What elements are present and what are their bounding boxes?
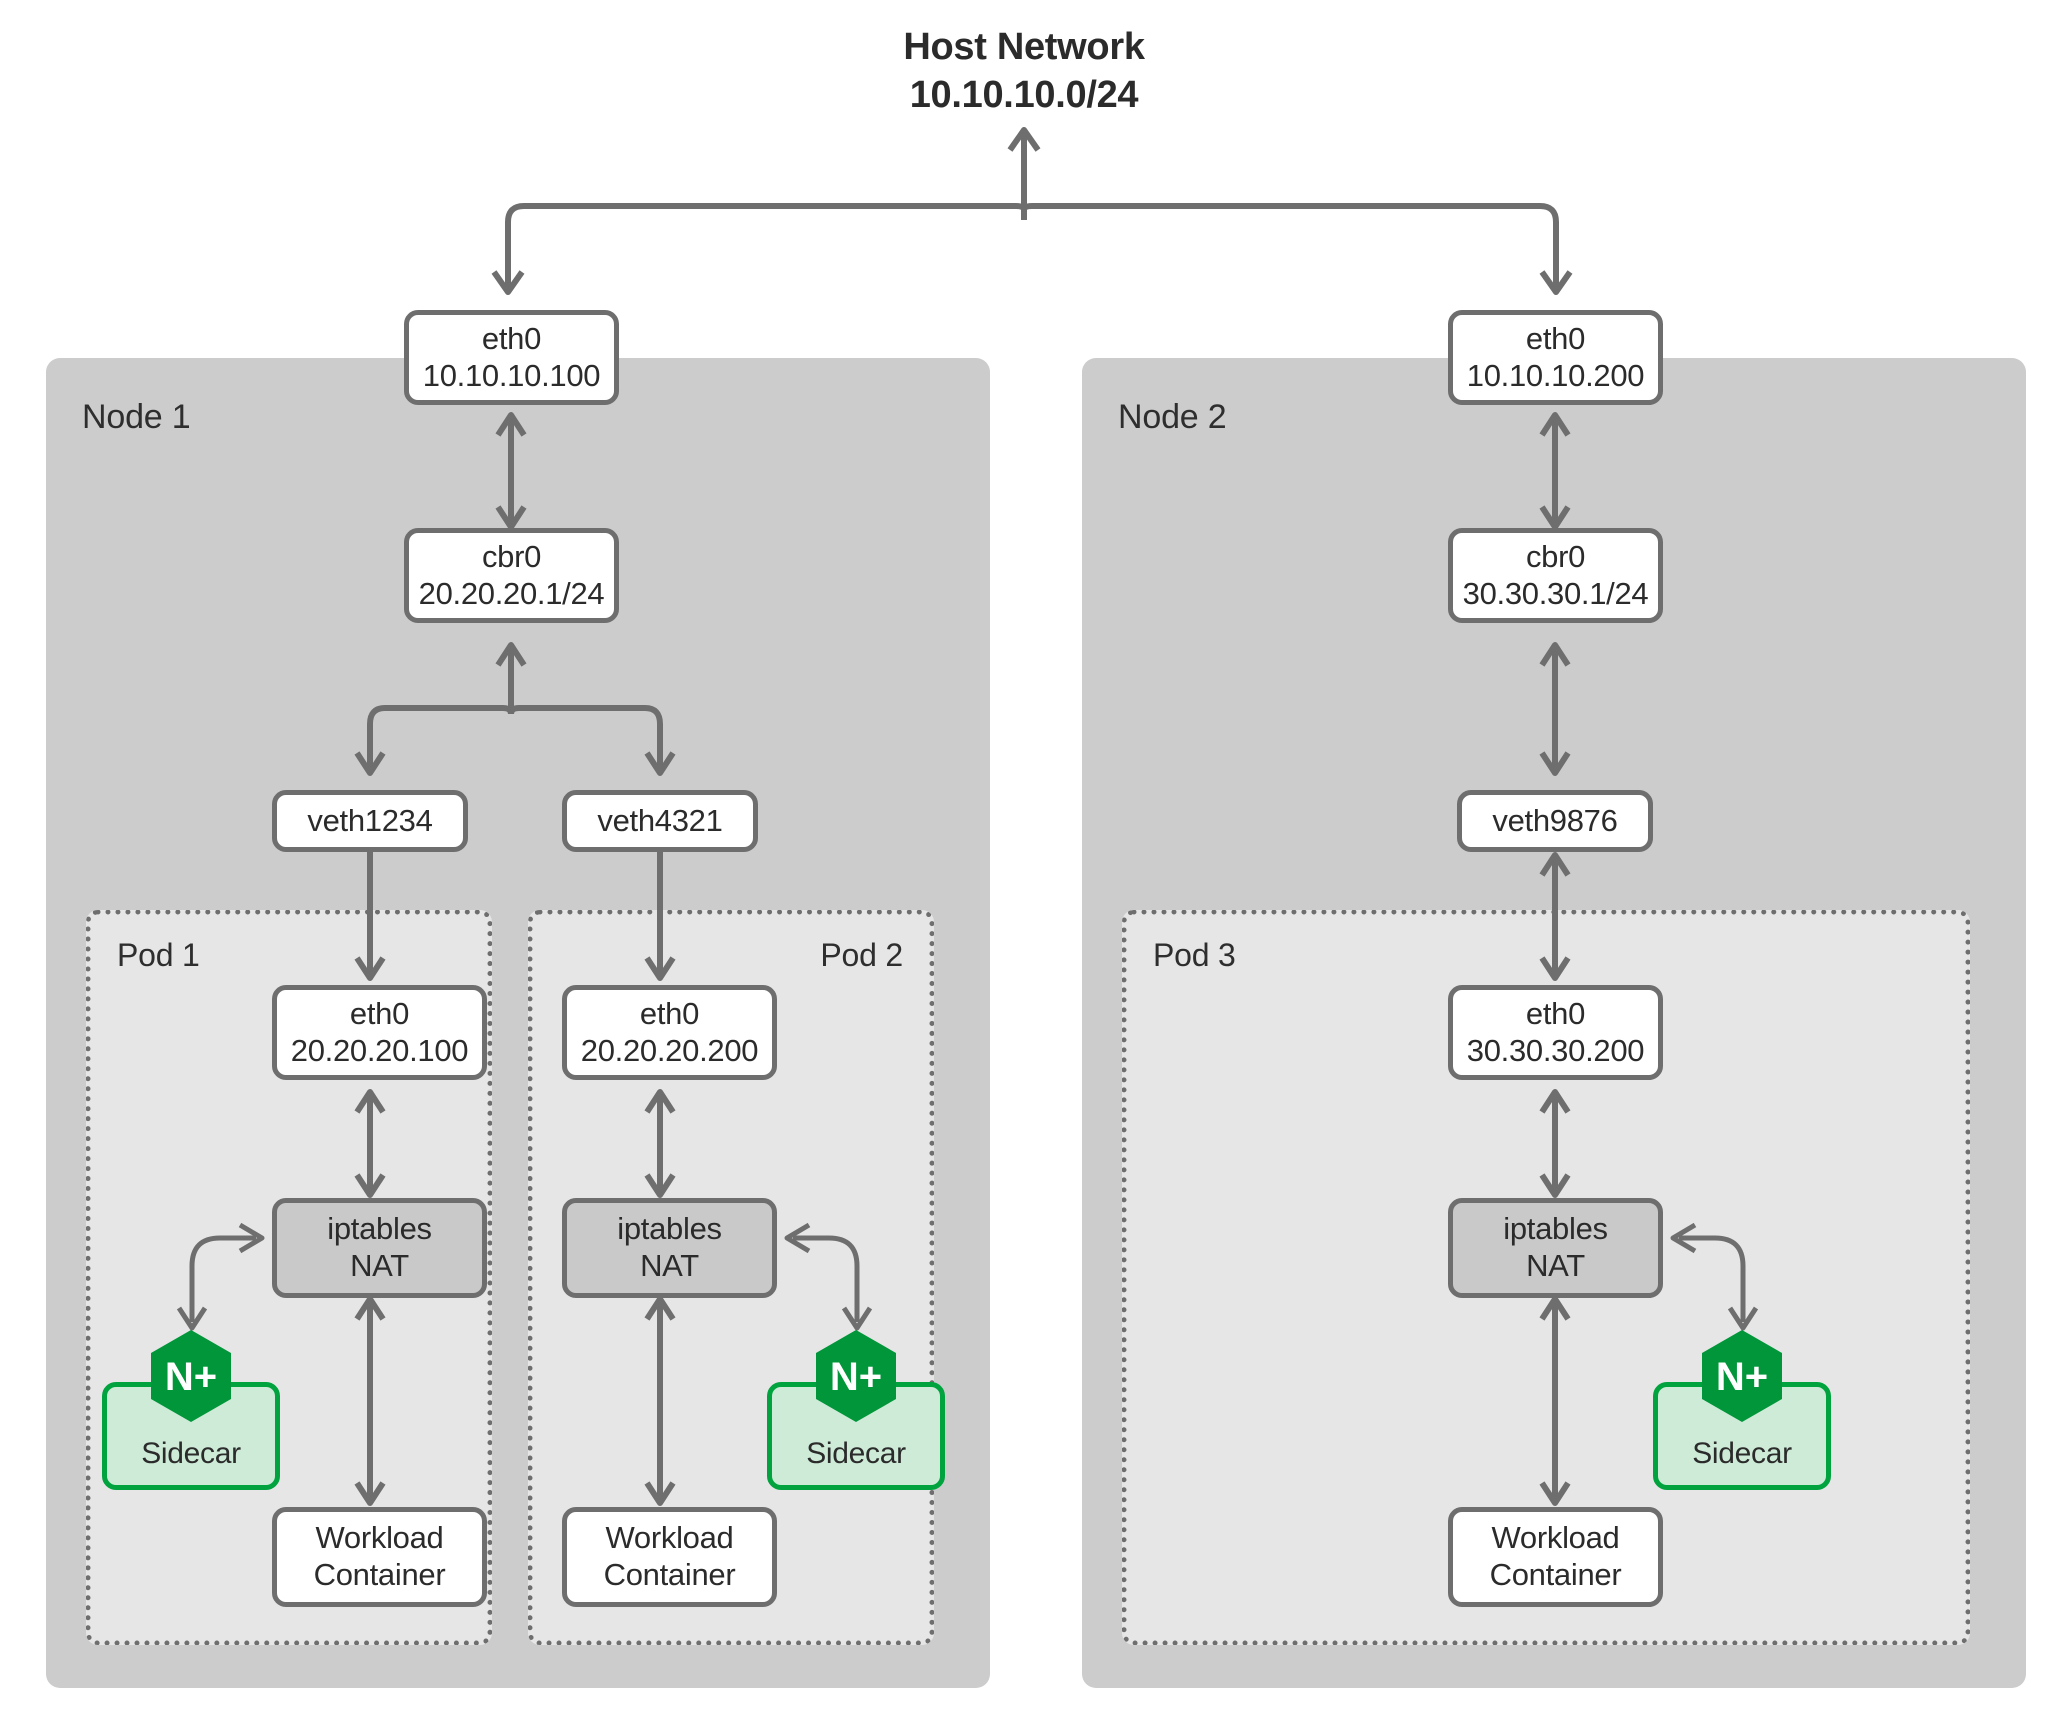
pod-2-iptables-nat-box[interactable]: iptables NAT — [562, 1198, 777, 1298]
pod-1-eth0-box[interactable]: eth0 20.20.20.100 — [272, 985, 487, 1080]
pod-3-sidecar-label: Sidecar — [1692, 1437, 1792, 1470]
pod-1-nat-line-2: NAT — [350, 1248, 409, 1283]
pod-2-nat-line-1: iptables — [617, 1211, 722, 1247]
pod-1-workload-container-box[interactable]: Workload Container — [272, 1507, 487, 1607]
svg-text:N+: N+ — [165, 1355, 217, 1399]
pod-2-sidecar-label: Sidecar — [806, 1437, 906, 1470]
pod-3-nat-line-1: iptables — [1503, 1211, 1608, 1247]
pod-2-label: Pod 2 — [820, 937, 903, 973]
pod-2-nginx-plus-hex-icon: N+ — [813, 1328, 899, 1424]
pod-1-label: Pod 1 — [117, 937, 200, 973]
pod-1-workload-line-2: Container — [313, 1557, 446, 1592]
node-2-eth0-box[interactable]: eth0 10.10.10.200 — [1448, 310, 1663, 405]
pod-2-eth0-ip: 20.20.20.200 — [580, 1032, 759, 1068]
pod-2-workload-line-1: Workload — [605, 1520, 734, 1556]
node-1-veth-4321-box[interactable]: veth4321 — [562, 790, 758, 852]
pod-3-eth0-name: eth0 — [1525, 995, 1586, 1031]
pod-2-nat-line-2: NAT — [640, 1248, 699, 1283]
node-2-label: Node 2 — [1118, 398, 1227, 436]
node-1-eth0-box[interactable]: eth0 10.10.10.100 — [404, 310, 619, 405]
pod-3-eth0-ip: 30.30.30.200 — [1466, 1032, 1645, 1068]
node-2-cbr0-box[interactable]: cbr0 30.30.30.1/24 — [1448, 528, 1663, 623]
pod-3-nginx-plus-hex-icon: N+ — [1699, 1328, 1785, 1424]
pod-1-eth0-ip: 20.20.20.100 — [290, 1032, 469, 1068]
pod-2-eth0-box[interactable]: eth0 20.20.20.200 — [562, 985, 777, 1080]
node-1-cbr0-ip: 20.20.20.1/24 — [418, 575, 605, 611]
node-1-cbr0-box[interactable]: cbr0 20.20.20.1/24 — [404, 528, 619, 623]
node-1-veth-4321-label: veth4321 — [597, 802, 723, 838]
node-1-label: Node 1 — [82, 398, 191, 436]
pod-3-workload-line-1: Workload — [1491, 1520, 1620, 1556]
pod-3-label: Pod 3 — [1153, 937, 1236, 973]
pod-3-workload-container-box[interactable]: Workload Container — [1448, 1507, 1663, 1607]
node-2-veth-9876-box[interactable]: veth9876 — [1457, 790, 1653, 852]
pod-1-sidecar-label: Sidecar — [141, 1437, 241, 1470]
pod-1-eth0-name: eth0 — [349, 995, 410, 1031]
node-1-eth0-name: eth0 — [481, 320, 542, 356]
pod-1-nat-line-1: iptables — [327, 1211, 432, 1247]
pod-3-eth0-box[interactable]: eth0 30.30.30.200 — [1448, 985, 1663, 1080]
node-2-veth-9876-label: veth9876 — [1492, 802, 1618, 838]
node-2-cbr0-name: cbr0 — [1525, 538, 1586, 574]
svg-text:N+: N+ — [1716, 1355, 1768, 1399]
node-2-eth0-name: eth0 — [1525, 320, 1586, 356]
pod-2-workload-line-2: Container — [603, 1557, 736, 1592]
pod-3-nat-line-2: NAT — [1526, 1248, 1585, 1283]
host-network-cidr: 10.10.10.0/24 — [909, 73, 1139, 116]
node-1-veth-1234-label: veth1234 — [307, 802, 433, 838]
host-network-name: Host Network — [903, 26, 1145, 68]
pod-1-workload-line-1: Workload — [315, 1520, 444, 1556]
svg-text:N+: N+ — [830, 1355, 882, 1399]
pod-2-eth0-name: eth0 — [639, 995, 700, 1031]
node-2-eth0-ip: 10.10.10.200 — [1466, 357, 1645, 393]
node-1-veth-1234-box[interactable]: veth1234 — [272, 790, 468, 852]
node-1-eth0-ip: 10.10.10.100 — [422, 357, 601, 393]
pod-2-workload-container-box[interactable]: Workload Container — [562, 1507, 777, 1607]
node-2-cbr0-ip: 30.30.30.1/24 — [1462, 575, 1649, 611]
host-network-title: Host Network 10.10.10.0/24 — [0, 24, 2048, 119]
node-1-cbr0-name: cbr0 — [481, 538, 542, 574]
pod-3-workload-line-2: Container — [1489, 1557, 1622, 1592]
pod-3-iptables-nat-box[interactable]: iptables NAT — [1448, 1198, 1663, 1298]
pod-1-nginx-plus-hex-icon: N+ — [148, 1328, 234, 1424]
pod-1-iptables-nat-box[interactable]: iptables NAT — [272, 1198, 487, 1298]
